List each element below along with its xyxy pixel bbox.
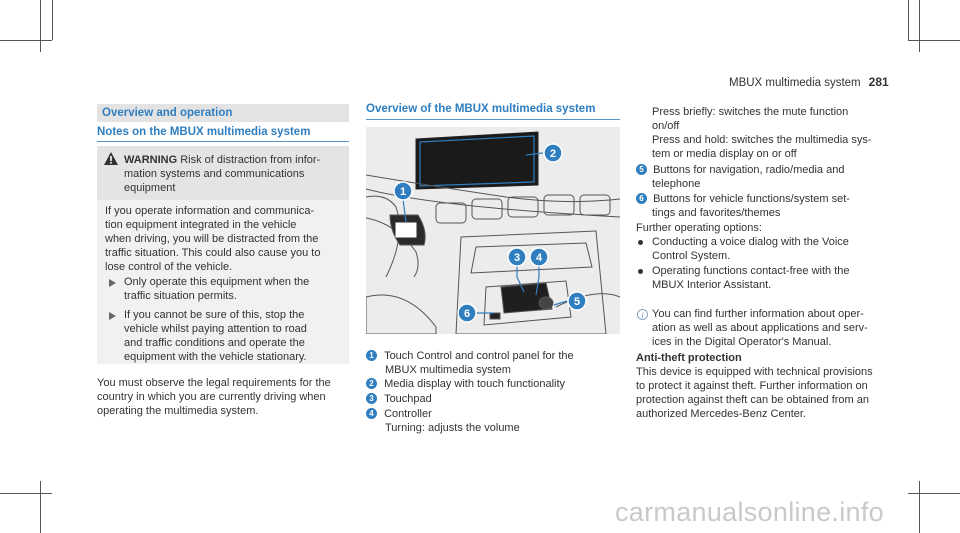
legend-item-5: 5 Buttons for navigation, radio/media an… <box>636 163 916 191</box>
further-options-label: Further operating options: <box>636 222 762 234</box>
bullet-dot <box>638 269 643 274</box>
legend-number: 5 <box>636 164 647 175</box>
running-header: MBUX multimedia system 281 <box>729 75 889 89</box>
warning-line: Risk of distraction from infor- <box>180 154 321 166</box>
bullet-item: Conducting a voice dialog with the Voice… <box>652 236 849 262</box>
callout-3: 3 <box>507 247 527 267</box>
legend-number: 1 <box>366 350 377 361</box>
legend-number: 4 <box>366 408 377 419</box>
anti-theft-paragraph: This device is equipped with technical p… <box>636 366 873 420</box>
info-icon: i <box>637 309 648 320</box>
crop-mark <box>40 481 41 533</box>
bullet-item: Operating functions contact-free with th… <box>652 265 850 291</box>
crop-mark <box>919 0 920 52</box>
anti-theft-heading: Anti-theft protection <box>636 352 742 364</box>
callout-4: 4 <box>529 247 549 267</box>
legend-number: 6 <box>636 193 647 204</box>
crop-mark <box>908 493 960 494</box>
warning-text: WARNING Risk of distraction from infor- … <box>124 153 346 195</box>
legend-item-1: 1 Touch Control and control panel for th… <box>366 349 620 377</box>
warning-body: If you operate information and communica… <box>105 205 321 273</box>
warning-step-1: Only operate this equipment when the tra… <box>124 276 310 302</box>
controller-continued: Press briefly: switches the mute functio… <box>652 106 872 160</box>
legend-item-2: 2 Media display with touch functionality <box>366 377 620 391</box>
svg-text:5: 5 <box>574 296 580 308</box>
callout-5: 5 <box>567 291 587 311</box>
running-title: MBUX multimedia system <box>729 77 861 89</box>
watermark: carmanualsonline.info <box>615 497 884 527</box>
warning-box: WARNING Risk of distraction from infor- … <box>97 146 349 364</box>
info-note: You can find further information about o… <box>652 308 868 348</box>
callout-6: 6 <box>457 303 477 323</box>
middle-heading: Overview of the MBUX multimedia system <box>366 103 596 115</box>
bullet-dot <box>638 240 643 245</box>
crop-mark <box>919 481 920 533</box>
step-arrow-icon <box>109 312 116 320</box>
legend-number: 3 <box>366 393 377 404</box>
crop-mark <box>908 0 909 40</box>
legend-item-4: 4 Controller Turning: adjusts the volume <box>366 407 620 435</box>
legal-paragraph: You must observe the legal requirements … <box>97 377 331 417</box>
legend-item-3: 3 Touchpad <box>366 392 620 406</box>
crop-mark <box>0 493 52 494</box>
heading-rule <box>97 141 349 142</box>
svg-text:6: 6 <box>464 308 470 320</box>
step-arrow-icon <box>109 279 116 287</box>
heading-rule <box>366 119 620 120</box>
callout-2: 2 <box>543 143 563 163</box>
dashboard-illustration: 1 2 3 4 5 6 <box>366 127 620 334</box>
left-heading: Notes on the MBUX multimedia system <box>97 126 311 138</box>
crop-mark <box>52 0 53 40</box>
warning-line: mation systems and communications <box>124 168 305 180</box>
legend-number: 2 <box>366 378 377 389</box>
svg-text:2: 2 <box>550 148 556 160</box>
crop-mark <box>0 40 52 41</box>
callout-1: 1 <box>393 181 413 201</box>
warning-title: WARNING <box>124 154 178 166</box>
page-number: 281 <box>868 75 889 89</box>
warning-triangle-icon <box>104 152 118 165</box>
section-bar: Overview and operation <box>97 104 349 122</box>
crop-mark <box>40 0 41 52</box>
legend-item-6: 6 Buttons for vehicle functions/system s… <box>636 192 916 220</box>
crop-mark <box>908 40 960 41</box>
svg-text:3: 3 <box>514 252 520 264</box>
dashboard-drawing: 1 2 3 4 5 6 <box>366 131 620 334</box>
warning-step-2: If you cannot be sure of this, stop the … <box>124 309 307 363</box>
warning-line: equipment <box>124 182 176 194</box>
warning-header <box>97 146 349 200</box>
svg-text:4: 4 <box>536 252 543 264</box>
svg-text:1: 1 <box>400 186 406 198</box>
